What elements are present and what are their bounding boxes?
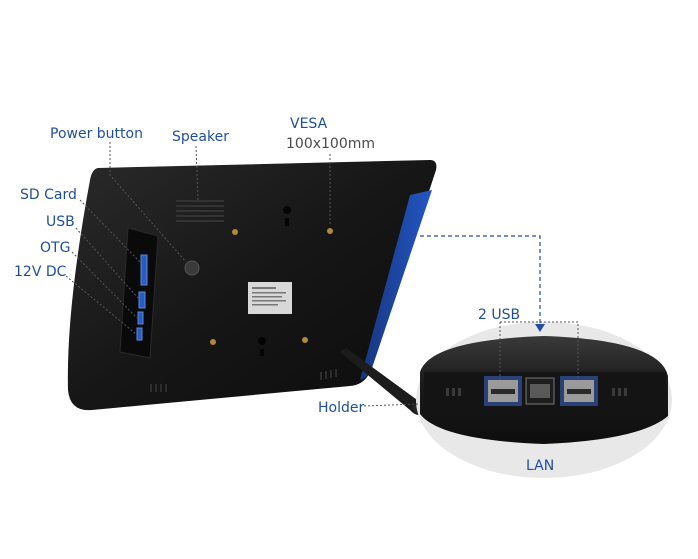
blue-side-strip: [360, 190, 432, 380]
usb-port: [138, 291, 146, 309]
zoom-arrow: [420, 235, 541, 326]
lan-label: LAN: [526, 458, 555, 474]
vesa-screw: [302, 337, 308, 343]
zoom-arrow-head: [535, 324, 545, 332]
sd-card-label: SD Card: [20, 187, 77, 203]
vesa-screw: [232, 229, 238, 235]
otg-port: [137, 311, 144, 325]
product-label: [248, 282, 292, 314]
otg-label: OTG: [40, 240, 71, 256]
sd-card-slot: [140, 254, 148, 286]
bottom-vent: [150, 369, 337, 392]
vesa-screw: [210, 339, 216, 345]
usb-label: USB: [46, 214, 75, 230]
keyhole: [258, 337, 267, 356]
vesa-screw: [327, 228, 333, 234]
dc-port: [136, 327, 143, 341]
vesa-size-label: 100x100mm: [286, 136, 376, 152]
power-button-label: Power button: [50, 126, 143, 142]
speaker-grille: [176, 200, 224, 222]
dc-12v-label: 12V DC: [14, 264, 67, 280]
power-button-knob: [184, 260, 200, 276]
keyhole: [283, 206, 292, 226]
leader-lines: [65, 142, 579, 407]
two-usb-label: 2 USB: [478, 307, 521, 323]
vesa-label: VESA: [290, 116, 328, 132]
holder-label: Holder: [318, 400, 365, 416]
tablet-back: [67, 160, 437, 411]
zoom-inset: [416, 322, 672, 478]
speaker-label: Speaker: [172, 129, 229, 145]
